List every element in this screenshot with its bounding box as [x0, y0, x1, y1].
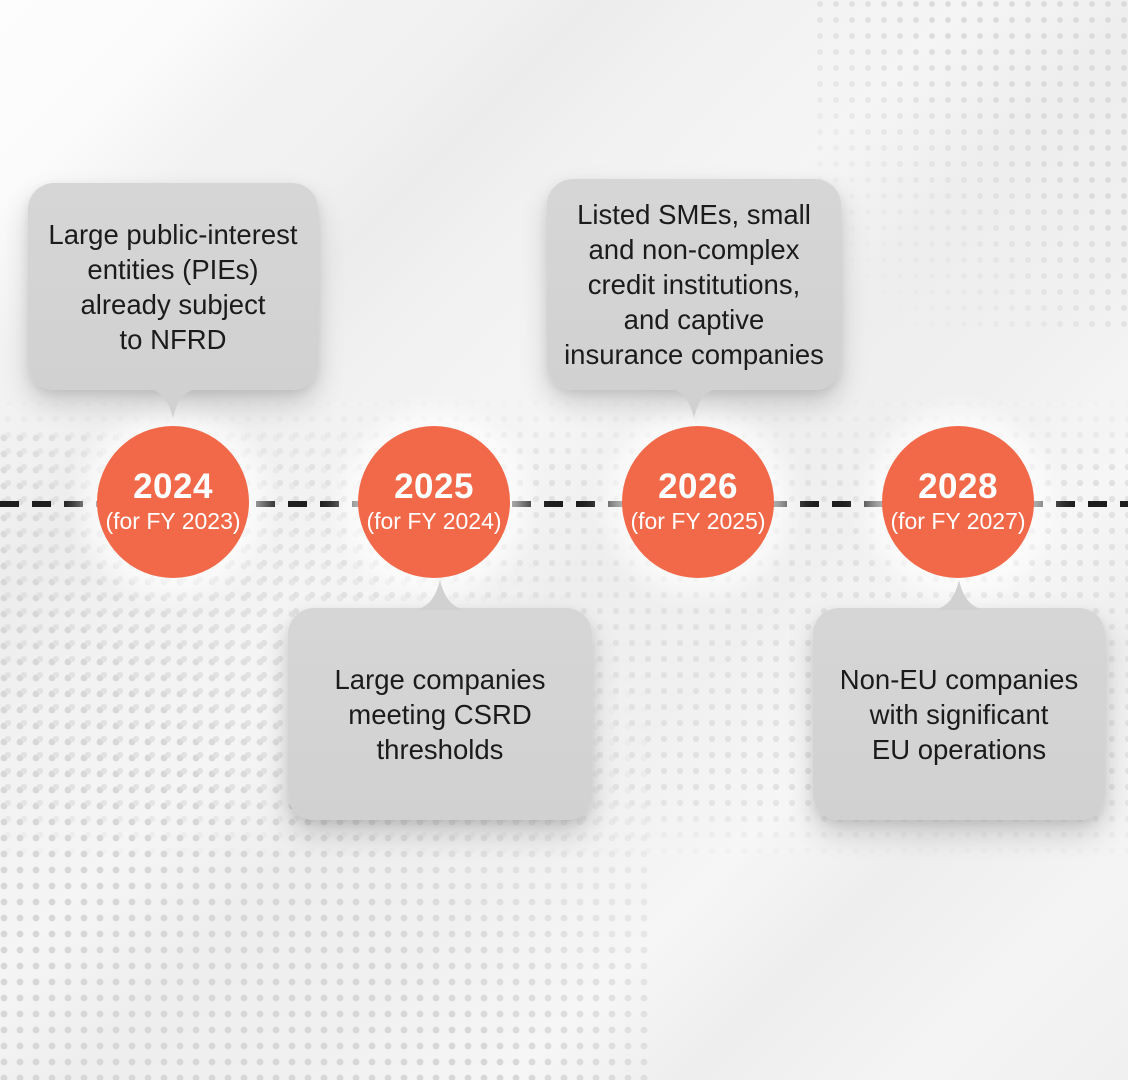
year-label-2024: 2024: [133, 466, 213, 506]
callout-text-2026: Listed SMEs, small and non-complex credi…: [564, 199, 824, 370]
dot-pattern-top-right: [812, 0, 1128, 336]
fiscal-year-label-2024: (for FY 2023): [105, 507, 241, 534]
fiscal-year-label-2028: (for FY 2027): [890, 507, 1026, 534]
year-label-2026: 2026: [658, 466, 738, 506]
callout-box-2026: Listed SMEs, small and non-complex credi…: [547, 179, 841, 418]
callout-tail-down-icon: [149, 388, 197, 418]
callout-tail-up-icon: [416, 580, 464, 610]
fiscal-year-label-2025: (for FY 2024): [366, 507, 502, 534]
callout-tail-up-icon: [935, 580, 983, 610]
milestone-circle-2026: 2026 (for FY 2025): [622, 426, 774, 578]
callout-text-2024: Large public-interest entities (PIEs) al…: [48, 218, 298, 355]
callout-text-2028: Non-EU companies with significant EU ope…: [839, 663, 1079, 765]
callout-text-2025: Large companies meeting CSRD thresholds: [334, 663, 546, 765]
callout-box-2025: Large companies meeting CSRD thresholds: [288, 580, 592, 820]
milestone-circle-2024: 2024 (for FY 2023): [97, 426, 249, 578]
fiscal-year-label-2026: (for FY 2025): [630, 507, 766, 534]
callout-box-2028: Non-EU companies with significant EU ope…: [813, 580, 1105, 820]
year-label-2025: 2025: [394, 466, 474, 506]
milestone-circle-2028: 2028 (for FY 2027): [882, 426, 1034, 578]
milestone-circle-2025: 2025 (for FY 2024): [358, 426, 510, 578]
year-label-2028: 2028: [918, 466, 998, 506]
callout-box-2024: Large public-interest entities (PIEs) al…: [28, 183, 318, 418]
callout-tail-down-icon: [670, 388, 718, 418]
